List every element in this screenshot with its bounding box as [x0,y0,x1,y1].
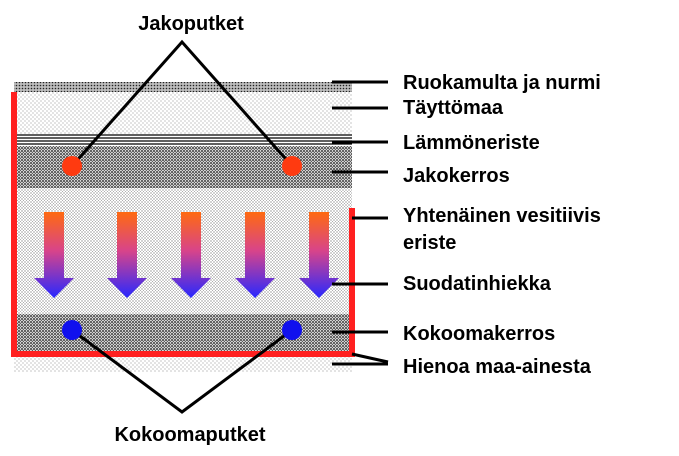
label-kokoomakerros: Kokoomakerros [403,323,555,345]
label-kokoomaputket: Kokoomaputket [114,424,265,446]
pipe-callouts [70,39,294,414]
topsoil-layer [14,82,352,92]
flow-arrow-3 [171,212,211,298]
distribution-pipe-right [282,156,302,176]
flow-arrow-1 [34,212,74,298]
label-jakoputket: Jakoputket [138,13,244,35]
flow-arrows [34,212,339,298]
fine-soil-layer [14,356,352,372]
flow-arrow-4 [235,212,275,298]
collection-pipe-right [282,320,302,340]
insulation-layer [14,134,352,145]
label-vesitiivis-line2: eriste [403,232,456,254]
label-ruokamulta: Ruokamulta ja nurmi [403,72,601,94]
flow-arrow-5 [299,212,339,298]
label-lammoneriste: Lämmöneriste [403,132,540,154]
label-tayttomaa: Täyttömaa [403,97,504,119]
layer-leader-lines [332,80,389,366]
backfill-layer [14,92,352,134]
label-suodatinhiekka: Suodatinhiekka [403,273,552,295]
watertight-liner [11,92,355,357]
distribution-pipe-left [62,156,82,176]
label-hienoa-maa-ainesta: Hienoa maa-ainesta [403,356,592,378]
collection-pipe-left [62,320,82,340]
flow-arrow-2 [107,212,147,298]
label-jakokerros: Jakokerros [403,165,510,187]
label-vesitiivis-line1: Yhtenäinen vesitiivis [403,205,601,227]
